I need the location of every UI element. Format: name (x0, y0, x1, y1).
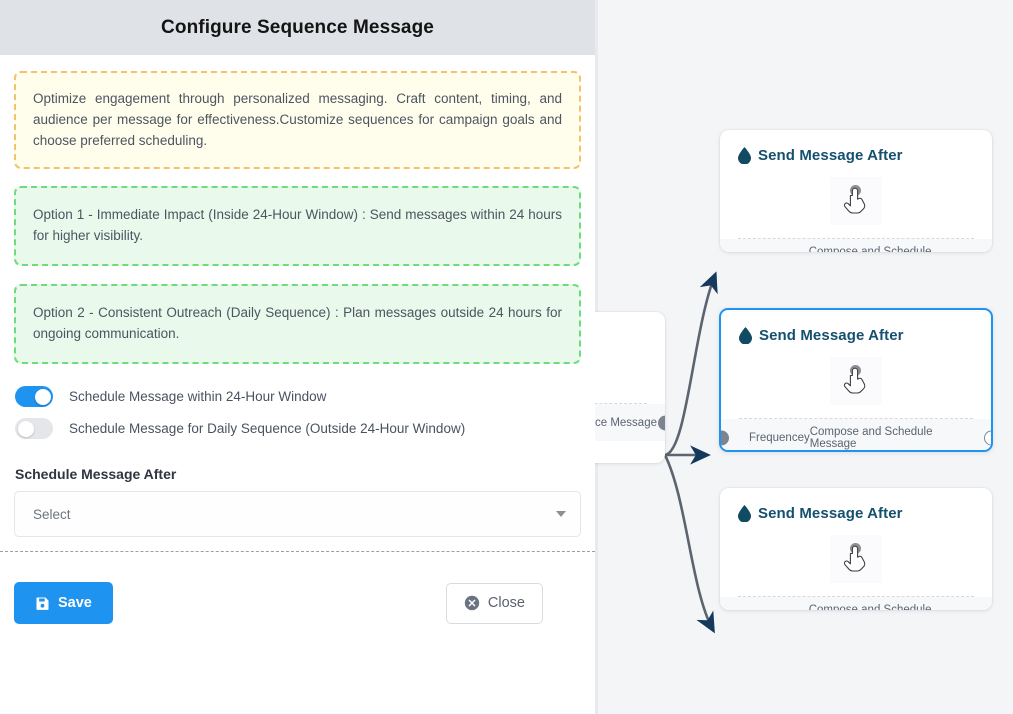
out-port-label: Compose and Schedule Message (808, 245, 932, 253)
output-port[interactable] (984, 608, 992, 610)
out-port-label: Compose and Schedule Message (809, 425, 933, 450)
configure-sequence-panel: Configure Sequence Message Optimize enga… (0, 0, 595, 638)
node-divider (595, 403, 647, 404)
close-button-label: Close (487, 595, 525, 611)
pointing-hand-cursor-icon (830, 535, 882, 583)
footer-divider (0, 551, 595, 552)
pointing-hand-cursor-icon (830, 357, 882, 405)
node-footer: Frequencey Compose and Schedule Message (720, 597, 992, 610)
node-body (721, 344, 991, 418)
intro-note-text: Optimize engagement through personalized… (33, 91, 562, 148)
option-1-note-text: Option 1 - Immediate Impact (Inside 24-H… (33, 207, 562, 243)
node-send-message-after-bottom[interactable]: Send Message After Frequencey Compose an… (720, 488, 992, 610)
node-body (720, 522, 992, 596)
node-title: Send Message After (759, 327, 904, 344)
water-drop-icon (738, 147, 751, 164)
toggle-row-within-24h[interactable]: Schedule Message within 24-Hour Window (14, 386, 581, 407)
output-port[interactable] (983, 430, 991, 445)
toggle-schedule-daily-sequence[interactable] (15, 418, 53, 439)
node-head (595, 312, 665, 329)
water-drop-icon (739, 327, 752, 344)
in-port-label: Frequencey (748, 610, 809, 611)
node-title: Send Message After (758, 505, 903, 522)
panel-header: Configure Sequence Message (0, 0, 595, 55)
output-port[interactable] (984, 250, 992, 252)
schedule-after-label: Schedule Message After (15, 466, 177, 482)
toggle-label-within-24h: Schedule Message within 24-Hour Window (69, 389, 327, 404)
pointing-hand-cursor-icon (830, 177, 882, 225)
option-1-note: Option 1 - Immediate Impact (Inside 24-H… (14, 186, 581, 266)
floppy-disk-icon (35, 596, 50, 611)
node-footer: Frequencey Compose and Schedule Message (721, 419, 991, 450)
toggle-knob (17, 420, 34, 437)
circle-x-icon (464, 595, 480, 611)
save-button[interactable]: Save (14, 582, 113, 624)
input-port[interactable] (721, 430, 729, 445)
node-head: Send Message After (721, 310, 991, 344)
panel-body: Optimize engagement through personalized… (0, 55, 595, 537)
input-port[interactable] (720, 250, 728, 252)
out-port-label: Compose and Schedule Message (808, 603, 932, 611)
toggle-schedule-within-24h[interactable] (15, 386, 53, 407)
node-head: Send Message After (720, 488, 992, 522)
node-title: Send Message After (758, 147, 903, 164)
node-divider (739, 418, 973, 419)
node-divider (738, 238, 974, 239)
schedule-after-value: Select (33, 506, 71, 522)
out-port-label: ce Message (595, 416, 657, 429)
option-2-note-text: Option 2 - Consistent Outreach (Daily Se… (33, 305, 562, 341)
node-footer: ce Message (595, 404, 665, 441)
chevron-down-icon (556, 511, 566, 517)
node-body (595, 329, 665, 403)
panel-footer: Save Close (0, 568, 595, 638)
close-button[interactable]: Close (445, 582, 543, 624)
node-body (720, 164, 992, 238)
toggle-label-daily-sequence: Schedule Message for Daily Sequence (Out… (69, 421, 466, 436)
page-title: Configure Sequence Message (161, 16, 434, 38)
intro-note: Optimize engagement through personalized… (14, 71, 581, 169)
node-send-message-after-middle[interactable]: Send Message After Frequencey Compose an… (719, 308, 993, 452)
node-send-message-after-top[interactable]: Send Message After Frequencey Compose an… (720, 130, 992, 252)
toggle-knob (34, 388, 51, 405)
node-footer: Frequencey Compose and Schedule Message (720, 239, 992, 252)
node-head: Send Message After (720, 130, 992, 164)
node-source-partial[interactable]: ce Message (595, 312, 665, 463)
toggle-row-daily-sequence[interactable]: Schedule Message for Daily Sequence (Out… (14, 418, 581, 439)
node-divider (738, 596, 974, 597)
save-button-label: Save (58, 595, 92, 611)
option-2-note: Option 2 - Consistent Outreach (Daily Se… (14, 284, 581, 364)
in-port-label: Frequencey (748, 252, 809, 253)
schedule-after-select[interactable]: Select (14, 491, 581, 537)
water-drop-icon (738, 505, 751, 522)
in-port-label: Frequencey (749, 431, 810, 444)
output-port[interactable] (657, 415, 665, 430)
flow-canvas[interactable]: ce Message Send Message After (595, 0, 1013, 714)
input-port[interactable] (720, 608, 728, 610)
